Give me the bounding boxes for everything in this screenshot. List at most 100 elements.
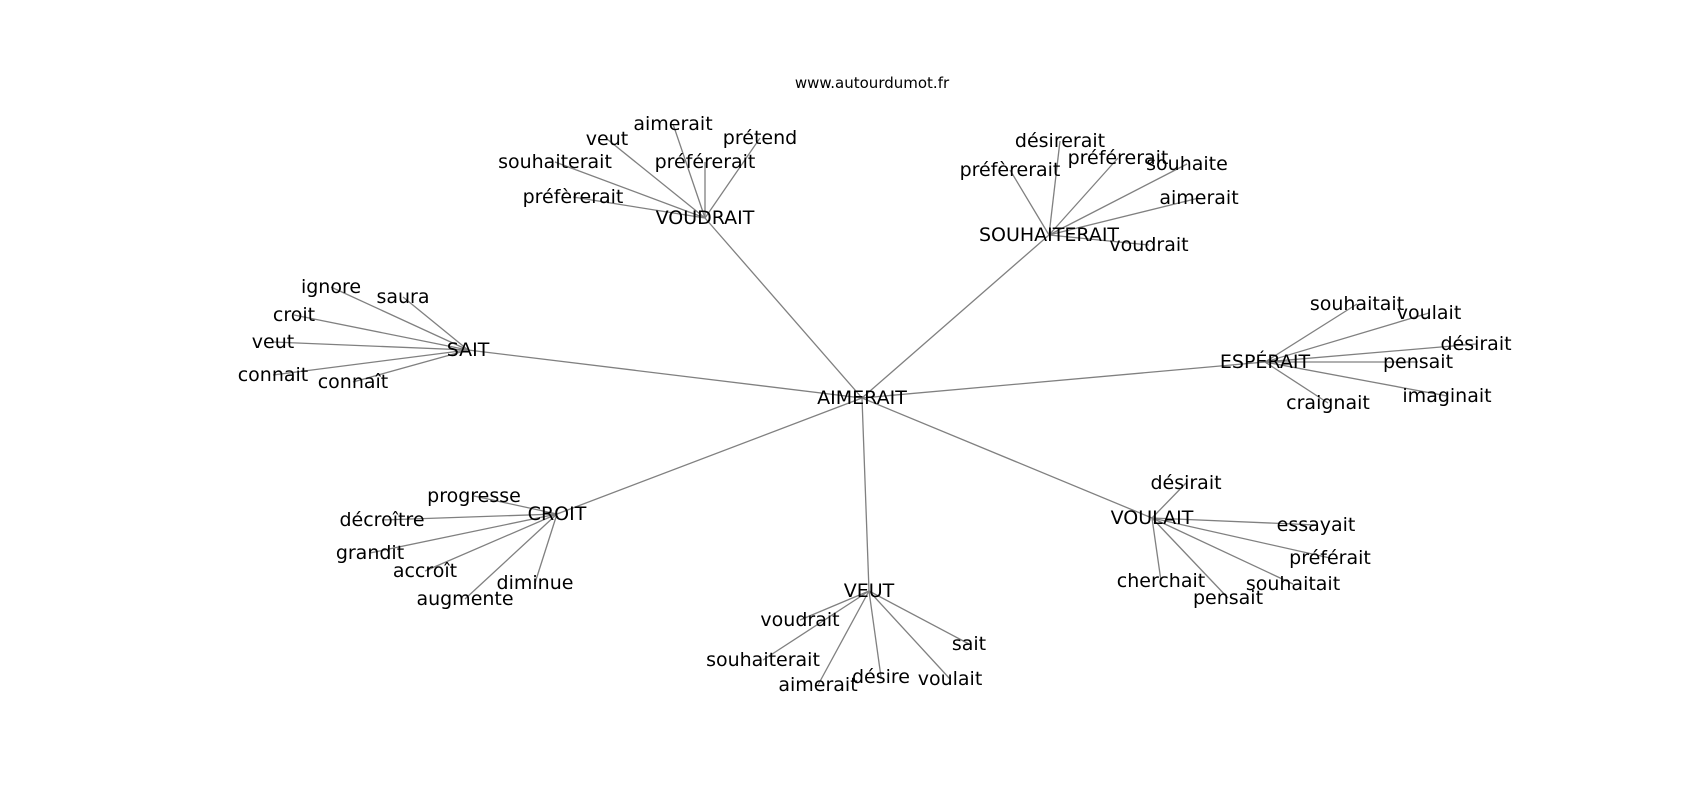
leaf-node-label: préfèrerait	[523, 186, 624, 208]
leaf-node-label: veut	[252, 331, 294, 353]
leaf-node-label: préférerait	[1068, 147, 1169, 169]
edge-hub-leaf	[1264, 361, 1448, 397]
edge-hub-leaf	[272, 341, 469, 351]
edges-layer	[272, 123, 1477, 686]
edge-hub-leaf	[1048, 140, 1061, 236]
edge-hub-leaf	[381, 513, 558, 521]
edge-hub-leaf	[572, 196, 706, 219]
leaf-node-label: grandit	[336, 542, 404, 564]
edge-hub-leaf	[1151, 517, 1162, 582]
leaf-node-label: souhaiterait	[498, 151, 612, 173]
leaf-node-label: diminue	[497, 572, 574, 594]
hub-node-label: VOULAIT	[1111, 507, 1194, 529]
leaf-node-label: souhaite	[1146, 153, 1228, 175]
leaf-node-label: désirait	[1150, 472, 1221, 494]
edge-hub-leaf	[464, 513, 558, 600]
leaf-node-label: progresse	[427, 485, 521, 507]
edge-center-hub	[861, 397, 870, 592]
leaf-node-label: saura	[376, 286, 429, 308]
edge-hub-leaf	[1151, 517, 1294, 585]
leaf-node-label: imaginait	[1402, 385, 1491, 407]
edge-hub-leaf	[1151, 517, 1317, 526]
leaf-node-label: voudrait	[1109, 234, 1188, 256]
edge-center-hub	[704, 217, 863, 399]
leaf-node-label: croit	[273, 304, 315, 326]
edge-hub-leaf	[606, 138, 706, 219]
leaf-node-label: souhaiterait	[706, 649, 820, 671]
edge-hub-leaf	[554, 161, 706, 219]
edge-hub-leaf	[352, 349, 469, 383]
edge-hub-leaf	[272, 349, 469, 376]
leaf-node-label: craignait	[1286, 392, 1370, 414]
leaf-node-label: voudrait	[760, 609, 839, 631]
edge-hub-leaf	[762, 590, 870, 661]
hub-node-label: CROIT	[528, 503, 587, 525]
edge-hub-leaf	[868, 590, 970, 645]
leaf-node-label: connait	[238, 364, 309, 386]
hub-node-label: VOUDRAIT	[656, 207, 755, 229]
edge-center-hub	[861, 361, 1266, 399]
edge-hub-leaf	[1151, 517, 1229, 599]
edge-hub-leaf	[473, 495, 558, 515]
leaf-node-label: désirerait	[1015, 130, 1105, 152]
leaf-node-label: décroître	[339, 509, 424, 531]
hub-node-label: ESPÉRAIT	[1220, 350, 1311, 373]
edge-hub-leaf	[1264, 361, 1329, 404]
hub-node-label: VEUT	[844, 580, 895, 602]
hub-node-label: SOUHAITERAIT	[979, 224, 1119, 246]
edge-hub-leaf	[369, 513, 558, 554]
edge-hub-leaf	[1264, 312, 1430, 363]
leaf-node-label: augmente	[416, 588, 513, 610]
leaf-node-label: préfèrerait	[960, 159, 1061, 181]
leaf-node-label: cherchait	[1117, 570, 1205, 592]
leaf-node-label: aimerait	[633, 113, 712, 135]
leaf-node-label: préférait	[1289, 547, 1371, 569]
edge-center-hub	[861, 397, 1153, 519]
edge-hub-leaf	[1048, 163, 1188, 236]
edge-hub-leaf	[1151, 517, 1331, 559]
leaf-node-label: ignore	[301, 276, 361, 298]
leaf-node-label: prétend	[723, 127, 797, 149]
leaf-node-label: désirait	[1440, 333, 1511, 355]
leaf-node-label: pensait	[1383, 351, 1453, 373]
hub-node-label: SAIT	[447, 339, 490, 361]
leaf-node-label: désire	[852, 666, 910, 688]
leaf-node-label: pensait	[1193, 587, 1263, 609]
leaf-node-label: essayait	[1277, 514, 1356, 536]
edge-hub-leaf	[799, 590, 870, 621]
edge-hub-leaf	[868, 590, 882, 678]
center-node-label: AIMERAIT	[817, 387, 907, 409]
leaf-node-label: aimerait	[778, 674, 857, 696]
leaf-node-label: souhaitait	[1310, 293, 1404, 315]
edge-hub-leaf	[672, 123, 706, 219]
edge-center-hub	[556, 397, 863, 515]
edge-hub-leaf	[1048, 157, 1119, 236]
leaf-node-label: veut	[586, 128, 628, 150]
edge-hub-leaf	[704, 137, 761, 219]
edge-hub-leaf	[817, 590, 870, 686]
leaf-node-label: préférerait	[655, 151, 756, 173]
edge-hub-leaf	[424, 513, 558, 572]
leaf-node-label: aimerait	[1159, 187, 1238, 209]
edge-hub-leaf	[1009, 169, 1050, 236]
leaf-node-label: souhaitait	[1246, 573, 1340, 595]
edge-hub-leaf	[534, 513, 558, 584]
edge-center-hub	[861, 234, 1050, 399]
leaf-node-label: sait	[952, 633, 986, 655]
edge-hub-leaf	[1048, 234, 1150, 246]
edge-hub-leaf	[330, 286, 469, 351]
edge-hub-leaf	[402, 296, 469, 351]
site-url: www.autourdumot.fr	[795, 74, 950, 92]
edge-hub-leaf	[1264, 303, 1358, 363]
edge-hub-leaf	[1264, 343, 1477, 363]
leaf-node-label: accroît	[393, 560, 457, 582]
leaf-node-label: voulait	[918, 668, 983, 690]
edge-hub-leaf	[1151, 482, 1187, 519]
edge-hub-leaf	[1048, 197, 1200, 236]
edge-hub-leaf	[293, 314, 469, 351]
leaf-node-label: voulait	[1397, 302, 1462, 324]
edge-hub-leaf	[868, 590, 951, 680]
edge-center-hub	[467, 349, 863, 399]
